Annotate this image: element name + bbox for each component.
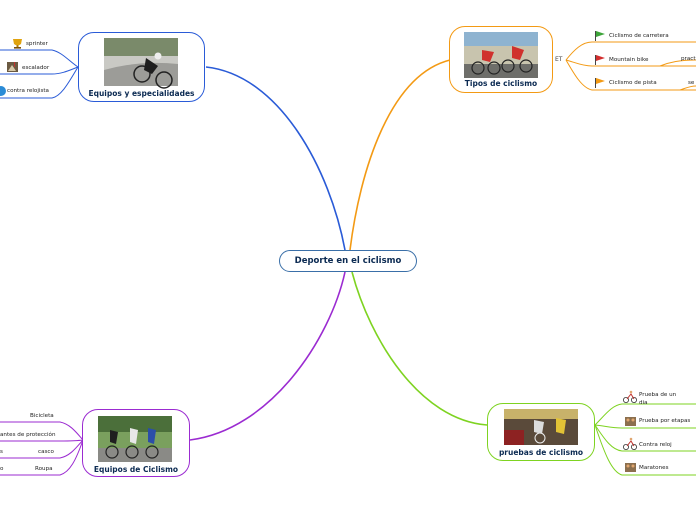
leaf-line-escalador <box>0 66 79 75</box>
leaf-partial-left-1[interactable]: s <box>0 449 3 455</box>
leaf-line-pista <box>565 59 696 91</box>
leaf-line-casco <box>0 439 84 459</box>
leaf-line-carretera <box>565 41 696 61</box>
node-title: Tipos de ciclismo <box>464 79 538 88</box>
leaf-contra-relojista[interactable]: contra relojista <box>7 88 49 94</box>
leaf-proteccion[interactable]: antes de protección <box>0 432 56 438</box>
node-title: pruebas de ciclismo <box>498 448 584 457</box>
cyclist-group-icon <box>625 463 636 472</box>
leaf-line-maratones <box>594 424 696 476</box>
node-title: Equipos de Ciclismo <box>93 465 179 474</box>
leaf-escalador[interactable]: escalador <box>22 65 50 71</box>
leaf-line-bicicleta <box>0 421 84 441</box>
leaf-maratones[interactable]: Maratones <box>639 465 669 471</box>
leaf-roupa[interactable]: Roupa <box>35 466 53 472</box>
red-flag-icon <box>595 55 605 65</box>
leaf-pista[interactable]: Ciclismo de pista <box>609 80 657 86</box>
trophy-icon <box>13 39 22 49</box>
mountain-flag-icon <box>7 62 18 72</box>
node-title: Equipos y especialidades <box>88 89 195 98</box>
branch-line-tipos <box>349 59 451 251</box>
clock-icon <box>0 86 6 96</box>
cyclist-icon <box>623 390 638 403</box>
green-flag-icon <box>595 31 605 41</box>
leaf-line-etapas <box>594 424 696 429</box>
leaf-line-proteccion <box>0 439 84 442</box>
leaf-prueba-dia[interactable]: Prueba de un dia <box>639 392 677 406</box>
leaf-mountain-bike[interactable]: Mountain bike <box>609 57 649 63</box>
leaf-line-roupa <box>0 439 84 476</box>
leaf-line-mountain <box>565 59 696 67</box>
leaf-note-mountain[interactable]: practi <box>681 56 696 62</box>
branch-line-pruebas <box>351 271 488 426</box>
orange-flag-icon <box>595 78 605 88</box>
leaf-line-sprinter <box>0 49 79 68</box>
branch-line-equipos-especialidades <box>205 66 346 251</box>
cyclist-group-icon <box>625 417 636 426</box>
photo-cyclist-descent <box>104 38 178 89</box>
leaf-line-contra-reloj <box>594 424 696 452</box>
central-topic[interactable]: Deporte en el ciclismo <box>279 250 417 272</box>
leaf-line-contra-relojista <box>0 66 79 99</box>
leaf-note-pista[interactable]: se <box>688 80 695 86</box>
leaf-partial-left-2[interactable]: o <box>0 466 4 472</box>
leaf-line-prueba-dia <box>594 403 696 426</box>
leaf-contra-reloj[interactable]: Contra reloj <box>639 442 672 448</box>
leaf-sprinter[interactable]: sprinter <box>26 41 48 47</box>
connector-label: ET <box>555 56 563 63</box>
photo-race-crowd <box>504 409 578 445</box>
photo-road-race <box>464 32 538 78</box>
leaf-prueba-etapas[interactable]: Prueba por etapas <box>639 418 691 424</box>
cyclist-icon <box>623 437 638 450</box>
photo-cyclists-group <box>98 416 172 462</box>
leaf-casco[interactable]: casco <box>38 449 54 455</box>
leaf-bicicleta[interactable]: Bicicleta <box>30 413 54 419</box>
leaf-carretera[interactable]: Ciclismo de carretera <box>609 33 669 39</box>
branch-line-equipos-ciclismo <box>189 271 346 441</box>
